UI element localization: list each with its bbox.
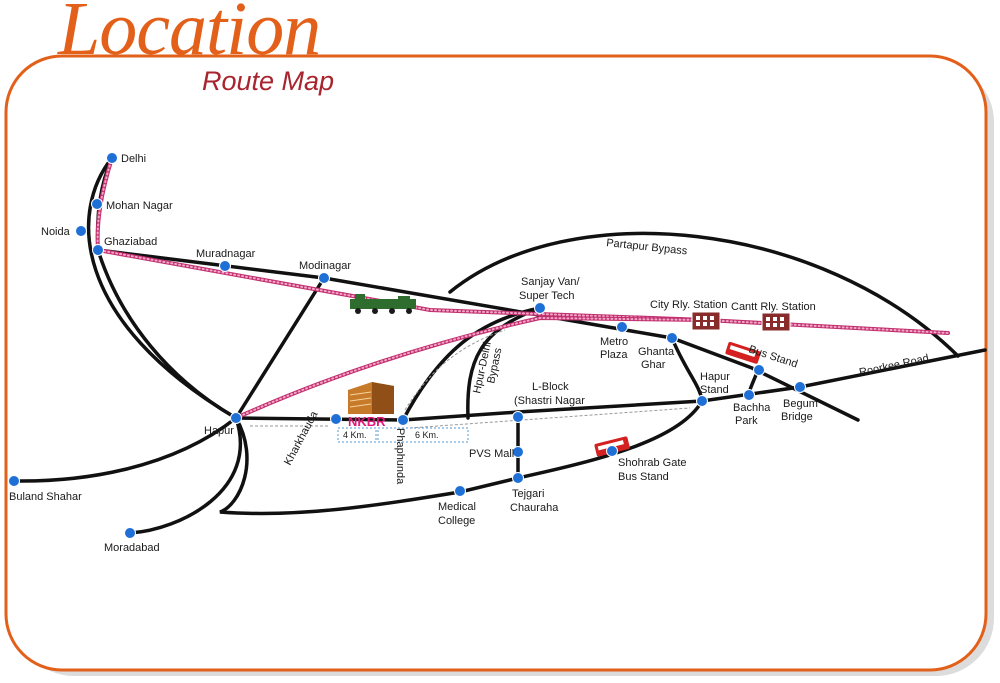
label-medical-college-1: Medical: [438, 501, 476, 513]
page-subtitle: Route Map: [202, 66, 335, 96]
stops: [8, 152, 806, 539]
label-bachha-park-2: Park: [735, 415, 758, 427]
label-shohrab-gate-2: Bus Stand: [618, 471, 669, 483]
bus-icon: [725, 341, 761, 364]
label-delhi: Delhi: [121, 153, 146, 165]
label-ghanta-ghar-2: Ghar: [641, 359, 666, 371]
stop-l-block: [512, 411, 524, 423]
road-modinagar-hapur: [234, 276, 326, 420]
label-noida: Noida: [41, 226, 71, 238]
road-hapur-buland: [12, 416, 238, 483]
stop-buland-shahar: [8, 475, 20, 487]
distance-markers: 4 Km. 6 Km.: [337, 427, 469, 443]
stop-hapur: [230, 412, 242, 424]
building-icon: [348, 382, 394, 414]
label-phaphunda: Phaphunda: [394, 428, 406, 485]
stop-kharkhauda: [330, 413, 342, 425]
road-delhi-noida-hapur: [86, 156, 238, 420]
label-bachha-park-1: Bachha: [733, 402, 771, 414]
label-mohan-nagar: Mohan Nagar: [106, 200, 173, 212]
stop-phaphunda: [397, 414, 409, 426]
distance-right: 6 Km.: [415, 430, 439, 440]
stop-moradabad: [124, 527, 136, 539]
stop-tejgari: [512, 472, 524, 484]
label-medical-college-2: College: [438, 515, 475, 527]
label-city-rly-station: City Rly. Station: [650, 299, 727, 311]
direction-arrows: [250, 329, 691, 429]
road-hapur-delhi-bypass: [466, 306, 542, 420]
label-l-block-1: L-Block: [532, 381, 569, 393]
stop-medical-college: [454, 485, 466, 497]
landmark-nkbr: NKBR: [348, 414, 386, 429]
stop-pvs-mall: [512, 446, 524, 458]
stop-bachha-park: [743, 389, 755, 401]
label-tejgari-1: Tejgari: [512, 488, 544, 500]
rail-lines: [95, 156, 950, 420]
label-l-block-2: (Shastri Nagar: [514, 395, 585, 407]
label-moradabad: Moradabad: [104, 542, 160, 554]
label-shohrab-gate-1: Shohrab Gate: [618, 457, 687, 469]
station-building-icon: [761, 312, 791, 332]
stop-ghanta-ghar: [666, 332, 678, 344]
stop-hapur-stand: [696, 395, 708, 407]
distance-left: 4 Km.: [343, 430, 367, 440]
label-begum-bridge-2: Bridge: [781, 411, 813, 423]
stop-bus-stand: [753, 364, 765, 376]
map-frame: [4, 54, 988, 672]
label-metro-plaza-2: Plaza: [600, 349, 628, 361]
road-partapur-bypass: [448, 231, 960, 358]
road-ghaziabad-hapur: [96, 248, 238, 420]
road-hapur-medical: [219, 399, 704, 516]
train-icon: [350, 294, 416, 314]
stop-begum-bridge: [794, 381, 806, 393]
label-ghanta-ghar-1: Ghanta: [638, 346, 675, 358]
station-building-icon: [691, 311, 721, 331]
label-pvs-mall: PVS Mall: [469, 448, 514, 460]
label-begum-bridge-1: Begum: [783, 398, 818, 410]
label-sanjay-van-2: Super Tech: [519, 290, 574, 302]
label-ghaziabad: Ghaziabad: [104, 236, 157, 248]
stop-ghaziabad: [92, 244, 104, 256]
label-hapur: Hapur: [204, 425, 234, 437]
label-modinagar: Modinagar: [299, 260, 351, 272]
label-tejgari-2: Chauraha: [510, 502, 559, 514]
stop-shohrab-gate: [606, 445, 618, 457]
page-title: Location: [58, 0, 321, 71]
stop-delhi: [106, 152, 118, 164]
label-sanjay-van-1: Sanjay Van/: [521, 276, 580, 288]
stop-metro-plaza: [616, 321, 628, 333]
stop-modinagar: [318, 272, 330, 284]
road-hapur-roorkee: [234, 348, 987, 422]
stop-muradnagar: [219, 260, 231, 272]
road-hapur-moradabad: [128, 416, 243, 535]
label-metro-plaza-1: Metro: [600, 336, 628, 348]
label-hapur-stand-1: Hapur: [700, 371, 730, 383]
label-hapur-stand-2: Stand: [700, 384, 729, 396]
stop-noida: [75, 225, 87, 237]
label-muradnagar: Muradnagar: [196, 248, 256, 260]
label-cantt-rly-station: Cantt Rly. Station: [731, 301, 816, 313]
stop-sanjay-van: [534, 302, 546, 314]
label-buland-shahar: Buland Shahar: [9, 491, 82, 503]
stop-mohan-nagar: [91, 198, 103, 210]
